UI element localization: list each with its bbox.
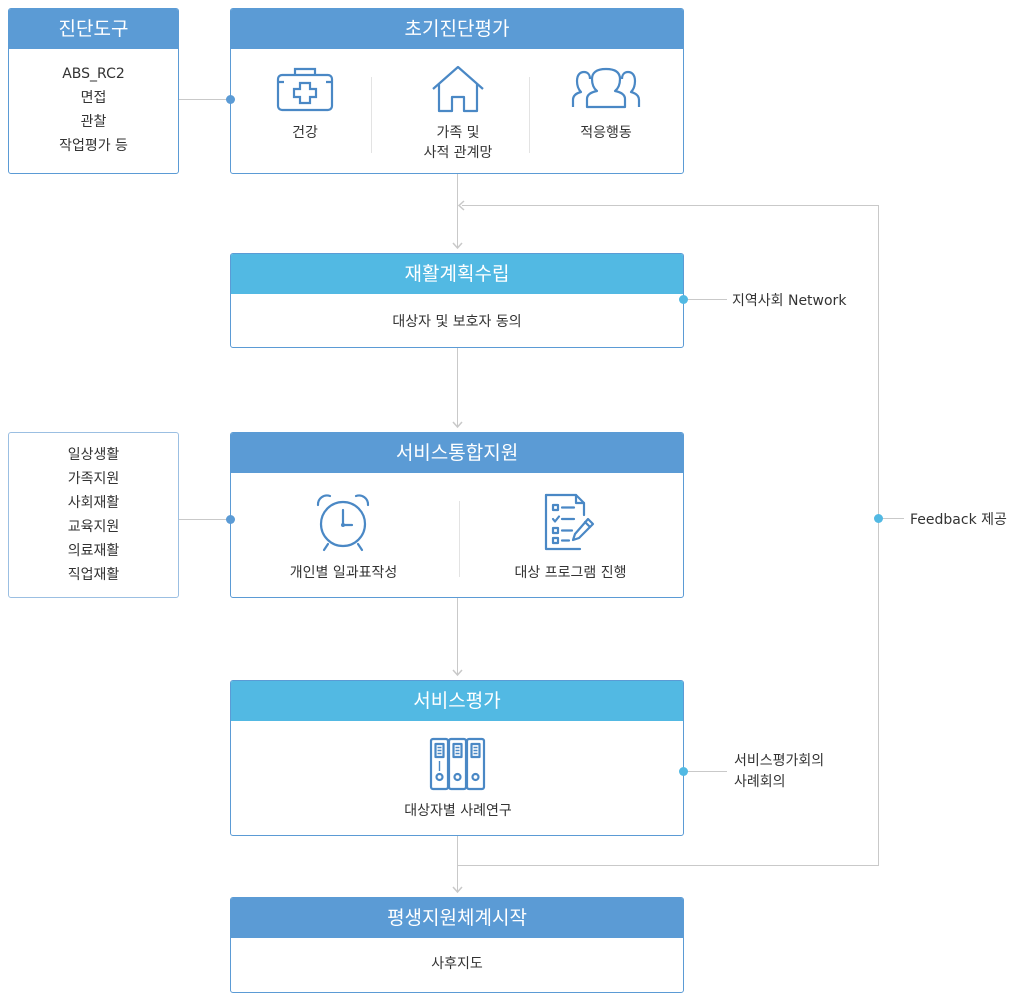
initial-assessment-box: 초기진단평가 건강 가족 및 사적 관계망 적응행동	[230, 8, 684, 174]
house-icon	[432, 65, 484, 113]
divider	[371, 77, 372, 153]
service-item-label: 대상 프로그램 진행	[514, 565, 627, 581]
support-item: 일상생활	[67, 447, 120, 463]
connector-initial-to-plan	[457, 173, 458, 247]
tools-item: 작업평가 등	[59, 138, 128, 154]
arrow-left-icon	[457, 200, 465, 211]
divider	[529, 77, 530, 153]
feedback-loop-bottom	[457, 865, 878, 866]
rehab-plan-box: 재활계획수립 대상자 및 보호자 동의	[230, 253, 684, 348]
service-evaluation-title: 서비스평가	[231, 681, 683, 721]
rehab-plan-body: 대상자 및 보호자 동의	[392, 314, 522, 330]
connector-dot	[226, 515, 235, 524]
lifelong-support-body: 사후지도	[431, 956, 483, 972]
service-evaluation-box: 서비스평가 대상자별 사례연구	[230, 680, 684, 836]
connector-dot	[679, 767, 688, 776]
tools-title: 진단도구	[9, 9, 178, 49]
feedback-label-connector	[878, 518, 904, 519]
people-group-icon	[571, 67, 641, 109]
connector-evaluation-to-lifelong	[457, 835, 458, 891]
arrow-down-icon	[452, 242, 463, 250]
tools-item: 면접	[80, 90, 107, 106]
evaluation-meeting-line: 서비스평가회의	[734, 753, 825, 769]
medical-kit-icon	[276, 67, 334, 112]
initial-item-label: 적응행동	[580, 125, 632, 141]
arrow-down-icon	[452, 886, 463, 894]
integrated-service-box: 서비스통합지원 개인별 일과표작성	[230, 432, 684, 598]
support-item: 직업재활	[67, 567, 120, 583]
support-list-box: 일상생활 가족지원 사회재활 교육지원 의료재활 직업재활	[8, 432, 179, 598]
initial-item-label: 건강	[292, 125, 318, 141]
feedback-loop-right	[878, 205, 879, 866]
alarm-clock-icon	[316, 494, 370, 552]
integrated-service-title: 서비스통합지원	[231, 433, 683, 473]
initial-assessment-title: 초기진단평가	[231, 9, 683, 49]
support-item: 사회재활	[67, 495, 120, 511]
divider	[459, 501, 460, 577]
feedback-loop-top	[462, 205, 878, 206]
community-network-label: 지역사회 Network	[732, 293, 847, 309]
initial-item-label: 가족 및	[436, 125, 480, 141]
connector-service-to-evaluation	[457, 597, 458, 674]
connector-dot	[874, 514, 883, 523]
evaluation-meeting-label: 서비스평가회의 사례회의	[734, 751, 824, 793]
binders-icon	[429, 737, 486, 791]
connector-tools-to-initial	[178, 99, 230, 100]
support-item: 가족지원	[67, 471, 120, 487]
lifelong-support-box: 평생지원체계시작 사후지도	[230, 897, 684, 993]
rehab-plan-title: 재활계획수립	[231, 254, 683, 294]
tools-item: 관찰	[80, 114, 107, 130]
evaluation-meeting-line: 사례회의	[734, 774, 786, 790]
lifelong-support-title: 평생지원체계시작	[231, 898, 683, 938]
arrow-down-icon	[452, 669, 463, 677]
support-item: 의료재활	[67, 543, 120, 559]
connector-dot	[226, 95, 235, 104]
connector-plan-side	[683, 299, 727, 300]
initial-item-label: 사적 관계망	[423, 145, 493, 161]
connector-dot	[679, 295, 688, 304]
arrow-down-icon	[452, 421, 463, 429]
connector-evaluation-side	[683, 771, 727, 772]
connector-support-to-service	[178, 519, 230, 520]
service-item-label: 개인별 일과표작성	[289, 565, 398, 581]
feedback-label: Feedback 제공	[910, 512, 1007, 528]
tools-item: ABS_RC2	[62, 66, 125, 82]
support-item: 교육지원	[67, 519, 120, 535]
tools-box: 진단도구 ABS_RC2 면접 관찰 작업평가 등	[8, 8, 179, 174]
service-evaluation-body: 대상자별 사례연구	[404, 803, 512, 819]
checklist-document-icon	[544, 493, 595, 551]
connector-plan-to-service	[457, 347, 458, 426]
